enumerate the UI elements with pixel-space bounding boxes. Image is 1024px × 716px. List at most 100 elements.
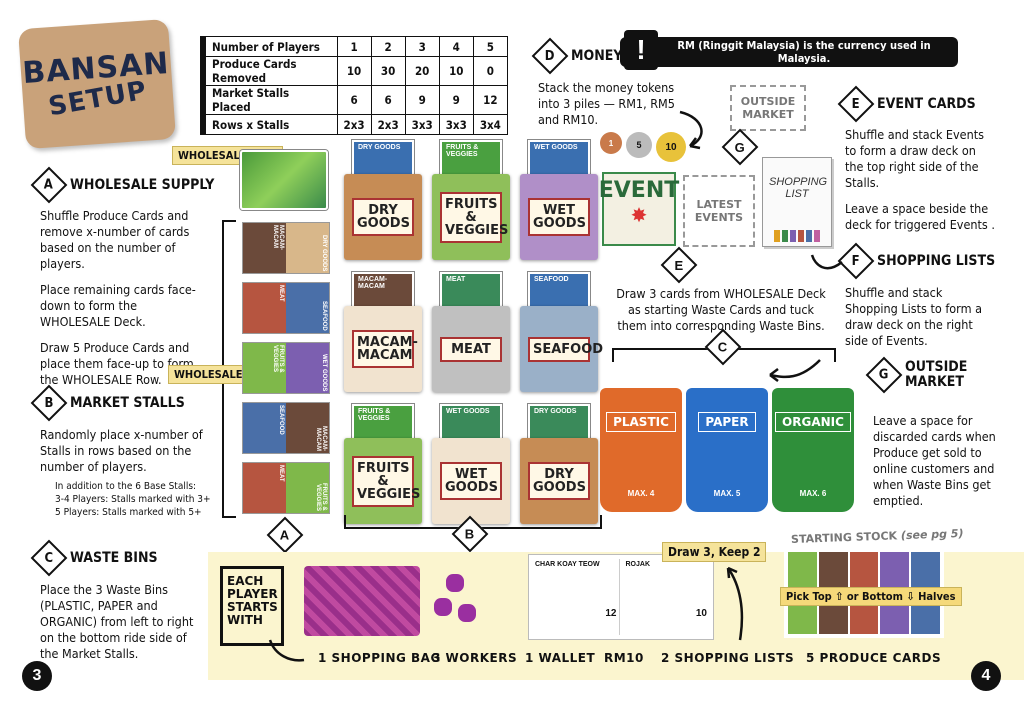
stall-produce-card: FRUITS & VEGGIES [352, 404, 414, 444]
stall-tile: FRUITS & VEGGIES [432, 174, 510, 260]
stall-tile: MACAM-MACAM [344, 306, 422, 392]
stall-tile: SEAFOOD [520, 306, 603, 392]
section-title: WASTE BINS [70, 550, 158, 566]
card-half-right: FRUITS & VEGGIES [286, 463, 329, 513]
money-coins: 1 5 10 [600, 132, 686, 162]
section-c-header: C WASTE BINS [30, 539, 158, 577]
bin-label: ORGANIC [775, 412, 851, 432]
section-a-text: Shuffle Produce Cards and remove x-numbe… [40, 208, 210, 398]
stall-tile: DRY GOODS [344, 174, 422, 260]
kit-item-label: 2 SHOPPING LISTS [661, 651, 795, 665]
stall-sign: FRUITS & VEGGIES [440, 191, 508, 243]
event-deck-card: EVENT ✸ [599, 172, 679, 246]
note-line: RM (Ringgit Malaysia) is the currency us… [677, 39, 931, 65]
paragraph: Shuffle Produce Cards and remove x-numbe… [40, 208, 190, 271]
arrow-icon [769, 359, 821, 379]
paragraph: Place remaining cards face-down to form … [40, 282, 196, 329]
stall-sign: DRY GOODS [352, 198, 414, 236]
tab [806, 230, 812, 242]
list-amount: 12 [605, 608, 617, 619]
kit-item-label: 5 PRODUCE CARDS [806, 651, 942, 665]
stall-sign: DRY GOODS [528, 462, 590, 500]
note: 5 Players: Stalls marked with 5+ [55, 507, 202, 518]
paragraph: Randomly place x-number of Stalls in row… [40, 427, 203, 474]
card-half-left: MACAM-MACAM [243, 223, 286, 273]
table-cell: Produce Cards Removed [200, 56, 338, 86]
table-cell: Market Stalls Placed [200, 85, 338, 115]
exclamation-icon: ! [624, 30, 658, 70]
market-stall: MACAM-MACAM MACAM-MACAM [344, 272, 424, 394]
section-b-header: B MARKET STALLS [30, 384, 185, 422]
shopping-list-label: SHOPPING LIST [769, 176, 828, 200]
workers-image [434, 574, 480, 632]
shopping-list-card: CHAR KOAY TEOW 12 [533, 559, 620, 635]
table-cell: 10 [336, 56, 372, 86]
section-g-text: Leave a space for discarded cards when P… [873, 413, 996, 508]
arrow-head-icon [689, 137, 701, 150]
table-cell: Rows x Stalls [200, 114, 338, 135]
kit-item-label: 3 WORKERS [432, 651, 518, 665]
section-b-notes: In addition to the 6 Base Stalls: 3-4 Pl… [55, 480, 220, 519]
player-count-table: Number of Players 1 2 3 4 5 Produce Card… [200, 36, 508, 135]
table-cell: 3x3 [438, 114, 474, 135]
stall-produce-card: DRY GOODS [352, 140, 414, 180]
tab [782, 230, 788, 242]
arrow-icon [268, 639, 305, 662]
stall-sign: WET GOODS [528, 198, 590, 236]
stall-sign: WET GOODS [440, 462, 502, 500]
arrow-icon [726, 567, 744, 641]
intro-line: WITH [227, 613, 263, 627]
arrow-head-icon [769, 368, 779, 382]
table-cell: 12 [472, 85, 508, 115]
tab [814, 230, 820, 242]
section-f-text: Shuffle and stack Shopping Lists to form… [845, 285, 982, 348]
stall-sign: MEAT [440, 336, 502, 362]
section-b-text: Randomly place x-number of Stalls in row… [40, 427, 212, 479]
paragraph: Shuffle and stack Events to form a draw … [845, 127, 984, 190]
tab [798, 230, 804, 242]
table-cell: 6 [370, 85, 406, 115]
section-d-text: Stack the money tokens into 3 piles — RM… [538, 80, 675, 127]
draw-note-tag: Draw 3, Keep 2 [662, 542, 767, 562]
market-stall: SEAFOOD SEAFOOD [520, 272, 603, 394]
paragraph: Place the 3 Waste Bins (PLASTIC, PAPER a… [40, 582, 194, 661]
card-half-right: WET GOODS [286, 343, 329, 393]
bin-label: PAPER [698, 412, 756, 432]
stall-sign: MACAM-MACAM [352, 330, 418, 368]
list-amount: 10 [695, 608, 707, 619]
card-half-right: DRY GOODS [286, 223, 329, 273]
paragraph: Draw 5 Produce Cards and place them face… [40, 340, 194, 387]
table-cell: 9 [404, 85, 440, 115]
tab [790, 230, 796, 242]
list-title: CHAR KOAY TEOW [535, 561, 600, 568]
page-number-right: 4 [971, 661, 1001, 691]
bin-max: MAX. 4 [627, 489, 655, 498]
each-player-starts-with: EACH PLAYER STARTS WITH [220, 566, 284, 646]
kit-item-label: RM10 [604, 651, 644, 665]
market-stall: WET GOODS WET GOODS [432, 404, 512, 526]
worker-meeple-icon [446, 574, 464, 592]
section-e2-text: Draw 3 cards from WHOLESALE Deck as star… [616, 286, 826, 333]
table-cell: 2x3 [336, 114, 372, 135]
stall-tile: FRUITS & VEGGIES [344, 438, 422, 524]
paragraph: Leave a space beside the deck for trigge… [845, 201, 995, 232]
table-cell: 3x4 [472, 114, 508, 135]
stall-tile: WET GOODS [520, 174, 598, 260]
card-half-left: MEAT [243, 463, 286, 513]
section-e-text: Shuffle and stack Events to form a draw … [845, 127, 995, 243]
worker-meeple-icon [458, 604, 476, 622]
section-d-header: D MONEY [531, 37, 623, 75]
shopping-bag-image [304, 566, 420, 636]
section-title: EVENT CARDS [877, 96, 976, 112]
section-title: MARKET STALLS [70, 395, 185, 411]
stall-produce-card: DRY GOODS [528, 404, 590, 444]
